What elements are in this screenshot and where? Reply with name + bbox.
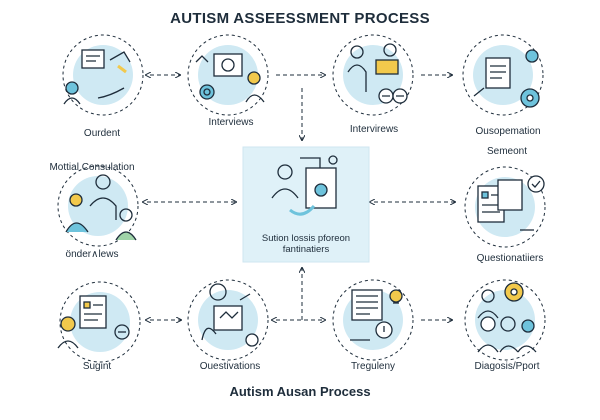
node-treguleny [332, 279, 414, 361]
label-ourdent: Ourdent [83, 128, 121, 139]
node-ousopemation [462, 34, 544, 116]
node-questionatiiers [464, 166, 546, 248]
node-ouestivations [187, 279, 269, 361]
label-ouestivations: Ouestivations [199, 361, 261, 372]
person-board-icon [347, 43, 408, 104]
label-onderviews: önder∧lews [65, 249, 119, 260]
node-ourdent [62, 34, 144, 116]
node-interviews [187, 34, 269, 116]
node-sugint [57, 281, 141, 363]
node-mottial-consulation [57, 165, 139, 247]
label-interviews: Interviews [208, 117, 254, 128]
person-chart-icon [271, 155, 338, 216]
gear-puzzle-icon [195, 53, 265, 103]
label-intervirews: Intervirews [349, 124, 399, 135]
label-semeont: Semeont [486, 146, 528, 157]
label-mottial-consulation: Mottial Consulation [49, 162, 135, 173]
center-text: Sution lossis pforeon fantinatiers [243, 233, 369, 255]
label-ousopemation: Ousopemation [475, 126, 541, 137]
node-intervirews [332, 34, 414, 116]
document-gear-icon [473, 49, 540, 108]
family-gear-icon [477, 282, 537, 353]
label-sugint: Sugint [82, 361, 112, 372]
group-people-icon [65, 174, 137, 241]
diagram-title: AUTISM ASSEESSMENT PROCESS [170, 10, 430, 27]
label-questionatiiers: Questionatiiers [476, 253, 544, 264]
hand-care-icon [63, 49, 131, 105]
center-text-line1: Sution lossis pforeon [261, 233, 351, 244]
label-treguleny: Treguleny [350, 361, 396, 372]
checklist-icon [477, 175, 545, 231]
label-diagosis-pport: Diagosis/Pport [474, 361, 540, 372]
brain-gear-icon [201, 283, 259, 347]
center-text-line2: fantinatiers [282, 244, 330, 255]
connector-arrows [118, 18, 455, 320]
checklist-bulb-icon [350, 289, 403, 341]
center-node [242, 146, 370, 263]
clipboard-person-icon [57, 295, 130, 349]
node-diagosis-pport [464, 279, 546, 361]
diagram-footer: Autism Ausan Process [229, 384, 371, 399]
